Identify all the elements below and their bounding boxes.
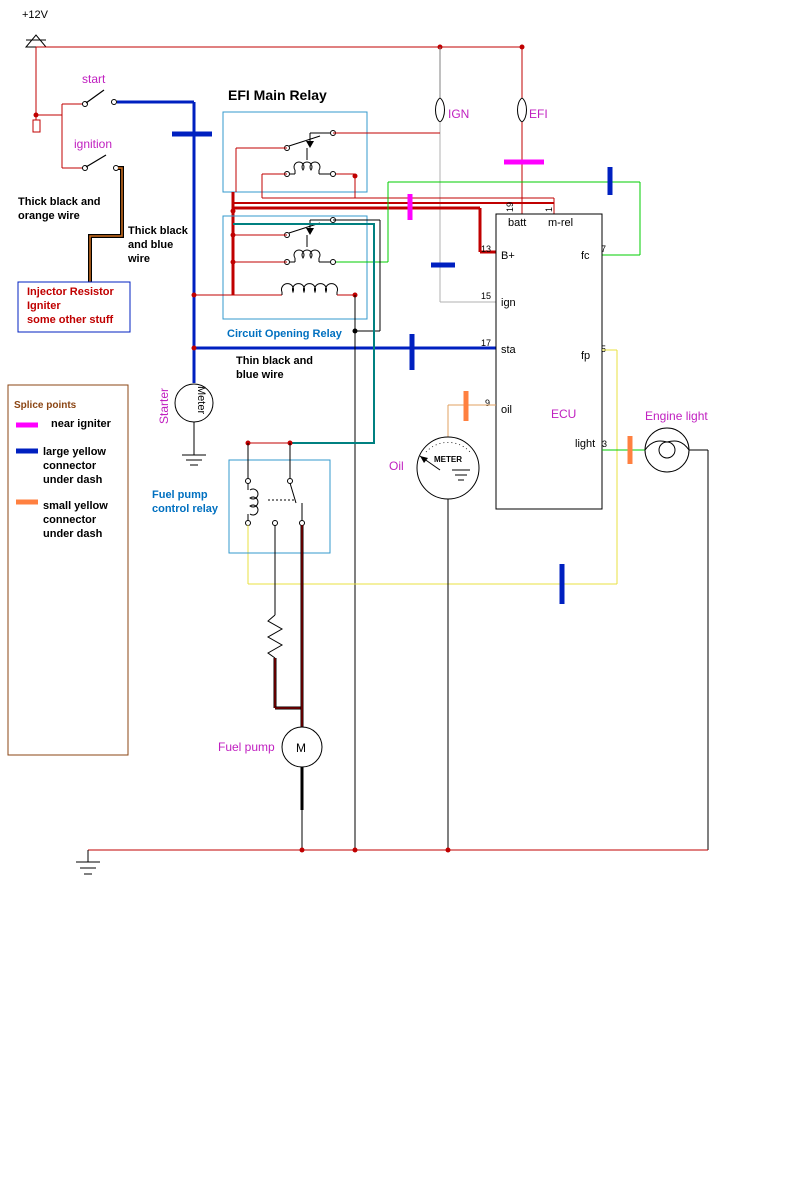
starter-blue-trunk (172, 102, 496, 383)
circuit-opening-relay (194, 215, 388, 331)
ecu-pin-batt: batt (508, 217, 526, 229)
thick-black-blue-label-2: and blue (128, 239, 173, 251)
start-label: start (82, 72, 106, 86)
starter-motor (174, 383, 214, 466)
oil-meter-text: METER (434, 455, 462, 464)
resistor-icon (266, 614, 284, 659)
ecu-pin-n1: 1 (544, 207, 554, 212)
injector-resistor-box (17, 281, 131, 333)
ecu-pin-n7: 7 (601, 244, 606, 254)
ecu-box (495, 213, 603, 510)
start-switch (36, 89, 194, 116)
thin-black-blue-label-2: blue wire (236, 369, 284, 381)
thick-black-orange-label-2: orange wire (18, 210, 80, 222)
ground-bus (76, 847, 708, 875)
supply-symbol-icon (24, 34, 48, 48)
thin-black-blue-label-1: Thin black and (236, 355, 313, 367)
legend-item-3-line-1: small yellow (43, 500, 108, 512)
fuel-pump-control-relay-label-1: Fuel pump (152, 489, 208, 501)
ignition-label: ignition (74, 137, 112, 151)
ecu-pin-light: light (575, 438, 595, 450)
oil-label: Oil (389, 459, 404, 473)
fp-yellow-wire (247, 349, 618, 604)
ign-fuse (431, 47, 496, 303)
ecu-pin-b-plus: B+ (501, 250, 515, 262)
supply-label: +12V (22, 9, 49, 21)
ecu-pin-sta: sta (501, 344, 517, 356)
starter-meter-label: Meter (195, 386, 207, 414)
starter-label: Starter (157, 388, 171, 424)
cor-return-wires (233, 219, 381, 850)
main-relay-wiring (230, 132, 555, 295)
ecu-pin-n13: 13 (481, 244, 491, 254)
legend-item-3-line-3: under dash (43, 528, 103, 540)
legend-item-2-line-3: under dash (43, 474, 103, 486)
injector-box-line-2: Igniter (27, 300, 61, 312)
fuel-pump-label: Fuel pump (218, 740, 275, 754)
legend-item-1: near igniter (51, 418, 112, 430)
splice-legend (7, 384, 129, 756)
ignition-switch (61, 115, 124, 282)
oil-meter (416, 391, 496, 850)
injector-box-line-1: Injector Resistor (27, 286, 115, 298)
ecu-pin-n3: 3 (602, 439, 607, 449)
main-fuse-icon (32, 119, 41, 133)
ecu-pin-fp: fp (581, 350, 590, 362)
legend-item-2-line-1: large yellow (43, 446, 106, 458)
efi-fuse-label: EFI (529, 107, 548, 121)
ecu-pin-n9: 9 (485, 398, 490, 408)
lamp-icon (644, 427, 690, 473)
thick-black-blue-label-1: Thick black (128, 225, 189, 237)
legend-item-2-line-2: connector (43, 460, 97, 472)
thick-black-orange-label-1: Thick black and (18, 196, 101, 208)
supply-bus (24, 34, 525, 133)
fuel-pump-control-relay (228, 440, 331, 727)
ecu-pin-oil: oil (501, 404, 512, 416)
legend-item-3-line-2: connector (43, 514, 97, 526)
thick-black-blue-label-3: wire (127, 253, 150, 265)
efi-fuse (504, 47, 544, 214)
ecu-pin-n19: 19 (505, 202, 515, 212)
fuel-pump-control-relay-label-2: control relay (152, 503, 219, 515)
ecu-pin-n17: 17 (481, 338, 491, 348)
ecu-pin-fc: fc (581, 250, 590, 262)
fc-green-wire (387, 167, 641, 262)
engine-light-label: Engine light (645, 409, 708, 423)
ign-fuse-label: IGN (448, 107, 469, 121)
fuel-pump-motor-label: M (296, 741, 306, 755)
ecu-pin-m-rel: m-rel (548, 217, 573, 229)
circuit-opening-relay-label: Circuit Opening Relay (227, 328, 343, 340)
ecu-label: ECU (551, 407, 576, 421)
ecu-pin-n5: 5 (601, 344, 606, 354)
legend-title: Splice points (14, 400, 77, 411)
ecu-pin-ign: ign (501, 297, 516, 309)
fuel-pump-motor (281, 726, 323, 850)
engine-light (602, 427, 709, 850)
ecu-pin-n15: 15 (481, 291, 491, 301)
efi-main-relay-label: EFI Main Relay (228, 87, 327, 103)
injector-box-line-3: some other stuff (27, 314, 114, 326)
efi-main-relay (222, 111, 368, 198)
